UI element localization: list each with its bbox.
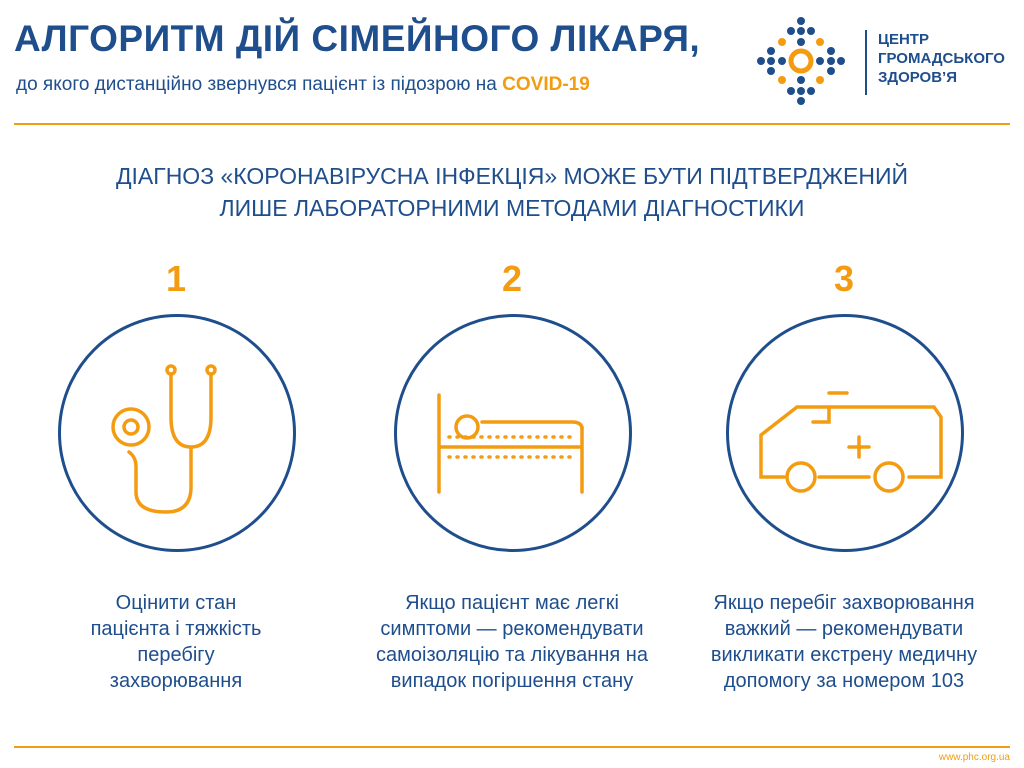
- desc-line: викликати екстрену медичну: [710, 644, 978, 666]
- desc-line: самоізоляцію та лікування на: [376, 644, 648, 666]
- desc-line: Оцінити стан: [115, 592, 237, 614]
- desc-line: пацієнта і тяжкість: [90, 618, 262, 640]
- org-line: ЗДОРОВ’Я: [878, 69, 958, 86]
- stethoscope-icon: [111, 364, 217, 514]
- step-circle: [726, 314, 964, 552]
- website-link[interactable]: www.phc.org.ua: [938, 752, 1010, 763]
- logo-icon: [757, 17, 845, 105]
- headline-line: ЛИШЕ ЛАБОРАТОРНИМИ МЕТОДАМИ ДІАГНОСТИКИ: [219, 195, 805, 221]
- step-number: 2: [501, 258, 523, 299]
- org-line: ГРОМАДСЬКОГО: [878, 50, 1005, 67]
- subtitle-highlight: COVID-19: [502, 74, 590, 95]
- headline-line: ДІАГНОЗ «КОРОНАВІРУСНА ІНФЕКЦІЯ» МОЖЕ БУ…: [115, 163, 909, 189]
- step-description: Якщо пацієнт має легкі симптоми — рекомен…: [352, 590, 672, 694]
- step-number: 3: [833, 258, 855, 299]
- desc-line: симптоми — рекомендувати: [380, 618, 644, 640]
- desc-line: допомогу за номером 103: [723, 670, 965, 692]
- logo-divider: [865, 30, 867, 95]
- org-name: ЦЕНТР ГРОМАДСЬКОГО ЗДОРОВ’Я: [878, 30, 1005, 87]
- desc-line: Якщо перебіг захворювання: [713, 592, 975, 614]
- page-title: АЛГОРИТМ ДІЙ СІМЕЙНОГО ЛІКАРЯ,: [14, 18, 701, 59]
- step-circle: [58, 314, 296, 552]
- desc-line: перебігу: [137, 644, 215, 666]
- header-divider: [14, 123, 1010, 125]
- step-description: Оцінити стан пацієнта і тяжкість перебігу з…: [16, 590, 336, 694]
- desc-line: захворювання: [109, 670, 243, 692]
- footer-divider: [14, 746, 1010, 748]
- page-subtitle: до якого дистанційно звернувся пацієнт і…: [16, 74, 590, 96]
- subtitle-text: до якого дистанційно звернувся пацієнт і…: [16, 74, 503, 95]
- bed-icon: [437, 393, 584, 494]
- org-line: ЦЕНТР: [878, 31, 929, 48]
- desc-line: випадок погіршення стану: [390, 670, 634, 692]
- ambulance-icon: [759, 391, 943, 493]
- desc-line: Якщо пацієнт має легкі: [405, 592, 619, 614]
- desc-line: важкий — рекомендувати: [724, 618, 964, 640]
- step-number: 1: [165, 258, 187, 299]
- step-description: Якщо перебіг захворювання важкий — рекоме…: [684, 590, 1004, 694]
- headline: ДІАГНОЗ «КОРОНАВІРУСНА ІНФЕКЦІЯ» МОЖЕ БУ…: [0, 160, 1024, 224]
- step-circle: [394, 314, 632, 552]
